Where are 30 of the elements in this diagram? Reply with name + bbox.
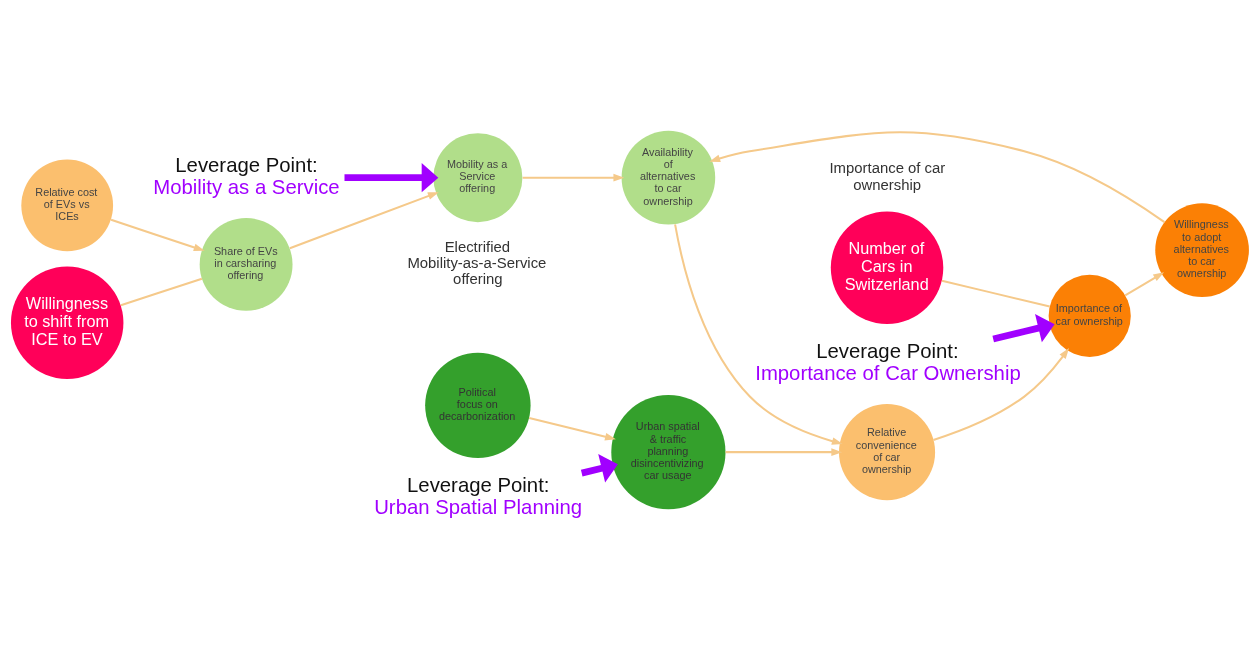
node-text: Leverage Point: Mobility as a Service — [153, 153, 340, 198]
connector — [941, 279, 1050, 308]
label: Electrified Mobility-as-a-Service offering — [407, 238, 547, 288]
node-circle: Mobility as a Service offering — [433, 133, 523, 223]
arrow — [344, 163, 439, 193]
node-circle: Willingness to shift from ICE to EV — [10, 266, 124, 379]
arrow — [674, 224, 843, 445]
node-circle: Willingness to adopt alternatives to car ownership — [1155, 203, 1249, 297]
connector — [120, 277, 203, 307]
arrow — [529, 416, 616, 441]
arrow — [992, 313, 1055, 343]
node-circle: Political focus on decarbonization — [425, 352, 531, 459]
arrow — [725, 448, 843, 456]
arrow — [933, 348, 1070, 441]
node-circle: Relative cost of EVs vs ICEs — [21, 159, 114, 252]
arrow — [522, 173, 625, 182]
node-circle: Relative convenience of car ownership — [839, 404, 936, 501]
arrow — [110, 218, 205, 252]
arrow — [289, 192, 439, 250]
arrow — [580, 454, 618, 483]
arrow — [709, 131, 1166, 223]
node-circle: Number of Cars in Switzerland — [830, 211, 944, 325]
node-text: Leverage Point: Urban Spatial Planning — [374, 474, 583, 519]
node-circle: Share of EVs in carsharing offering — [199, 218, 293, 311]
label: Importance of car ownership — [829, 160, 946, 193]
node-text: Leverage Point: Importance of Car Ownership — [755, 339, 1021, 385]
node-circle: Availability of alternatives to car ownership — [621, 130, 716, 225]
node-circle: Importance of car ownership — [1048, 274, 1131, 357]
node-circle: Urban spatial & traffic planning disincentivizing car usage — [611, 395, 726, 510]
arrow — [1124, 272, 1165, 297]
